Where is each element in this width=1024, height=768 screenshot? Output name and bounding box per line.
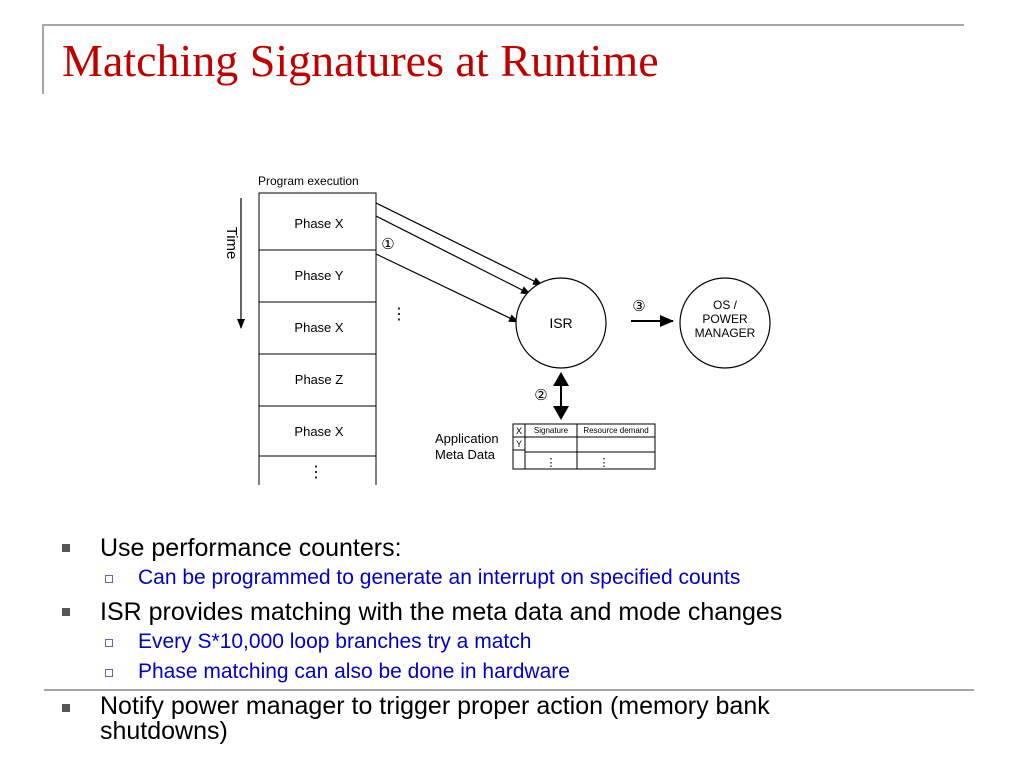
frame-top-line <box>44 24 964 26</box>
table-ellipsis: ⋮ <box>546 457 557 469</box>
phase-label: Phase Z <box>295 372 343 387</box>
phase-column-bottom-mask <box>258 485 378 489</box>
manager-label-line: MANAGER <box>695 326 756 340</box>
manager-label-line: POWER <box>702 312 748 326</box>
phase-column-frame <box>258 192 377 487</box>
program-execution-label: Program execution <box>258 174 359 188</box>
step-3-label: ③ <box>632 298 645 315</box>
isr-label: ISR <box>549 315 572 331</box>
metadata-table <box>512 423 656 470</box>
step-2-label: ② <box>534 387 547 404</box>
table-header: Signature <box>534 426 569 435</box>
phase-to-isr-arrow <box>375 215 531 295</box>
metadata-label-line: Application <box>435 431 499 446</box>
frame-bottom-line <box>44 689 974 691</box>
metadata-label-line: Meta Data <box>435 447 496 462</box>
isr-metadata-arrow-head-up <box>553 372 569 386</box>
phase-to-isr-arrow <box>375 202 543 286</box>
isr-node <box>515 277 607 369</box>
phase-label: Phase X <box>294 424 343 439</box>
power-manager-node <box>679 277 771 369</box>
isr-metadata-arrow-head-down <box>553 406 569 420</box>
table-row-key: X <box>516 426 522 436</box>
phase-label: Phase X <box>294 320 343 335</box>
table-header: Resource demand <box>583 426 648 435</box>
step-1-label: ① <box>381 236 394 253</box>
frame-left-line <box>42 24 44 94</box>
manager-label-line: OS / <box>713 298 738 312</box>
arrows-ellipsis: ⋮ <box>391 306 407 323</box>
time-label: Time <box>223 227 240 260</box>
phase-label: Phase Y <box>295 268 344 283</box>
phase-label: Phase X <box>294 216 343 231</box>
table-row-key: Y <box>516 439 522 449</box>
phase-to-isr-arrow <box>375 253 519 323</box>
slide-title: Matching Signatures at Runtime <box>62 35 659 86</box>
table-ellipsis: ⋮ <box>599 457 610 469</box>
phase-ellipsis: ⋮ <box>308 464 324 481</box>
